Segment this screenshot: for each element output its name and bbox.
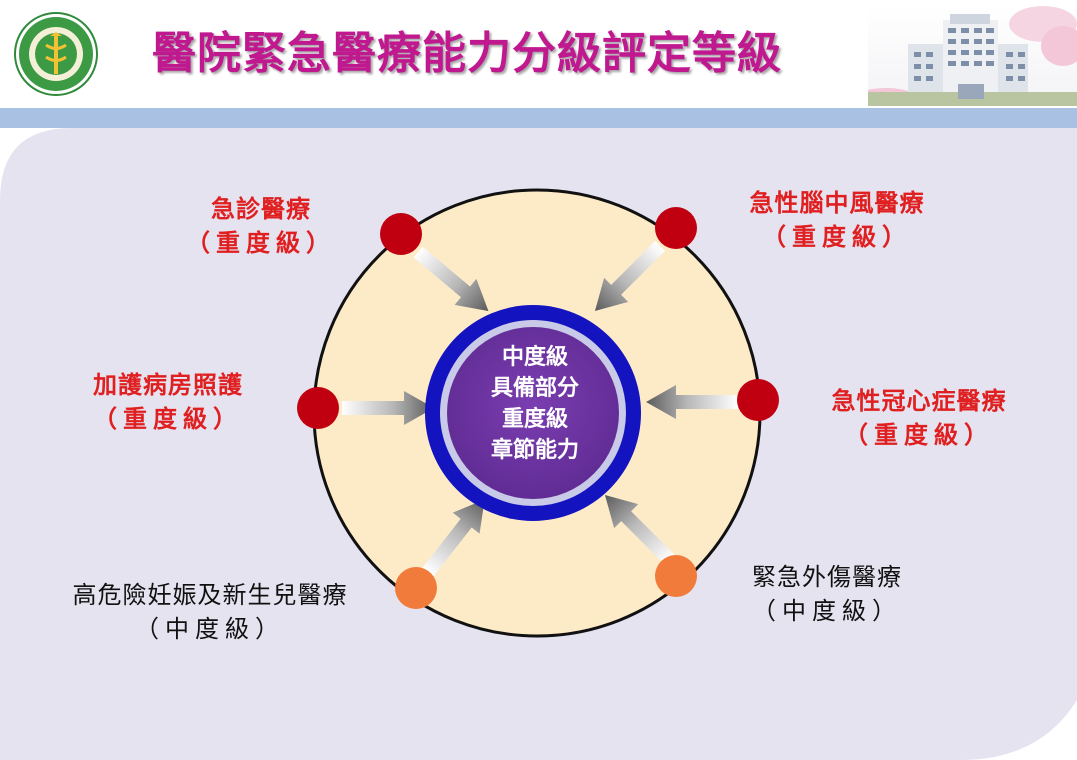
label-level: （中度級） xyxy=(752,597,902,625)
hospital-building-icon xyxy=(868,6,1077,106)
label-emergency: 急診醫療 （重度級） xyxy=(186,192,336,260)
hospital-emblem-icon xyxy=(14,12,98,96)
center-line: 章節能力 xyxy=(490,438,579,463)
label-name: 急性腦中風醫療 xyxy=(749,189,925,217)
node-emergency xyxy=(380,213,422,255)
node-icu xyxy=(297,387,339,429)
label-trauma: 緊急外傷醫療 （中度級） xyxy=(722,560,932,628)
node-stroke xyxy=(655,207,697,249)
label-name: 急性冠心症醫療 xyxy=(831,387,1007,415)
center-line: 重度級 xyxy=(501,407,568,432)
node-acs xyxy=(737,379,779,421)
label-name: 緊急外傷醫療 xyxy=(752,563,902,591)
label-icu: 加護病房照護 （重度級） xyxy=(68,368,268,436)
header-divider-band xyxy=(0,108,1077,128)
label-level: （重度級） xyxy=(186,229,336,257)
label-pregnancy: 高危險妊娠及新生兒醫療 （中度級） xyxy=(30,578,390,646)
label-name: 加護病房照護 xyxy=(93,371,243,399)
arrow-stroke xyxy=(594,241,665,312)
arrow-pregnancy xyxy=(422,499,485,577)
label-name: 急診醫療 xyxy=(211,195,311,223)
page-title: 醫院緊急醫療能力分級評定等級 xyxy=(152,28,782,79)
center-label: 中度級 具備部分 重度級 章節能力 xyxy=(470,342,600,466)
label-level: （中度級） xyxy=(135,615,285,643)
center-circle xyxy=(447,327,619,499)
header: 醫院緊急醫療能力分級評定等級 xyxy=(0,0,1077,108)
node-trauma xyxy=(655,555,697,597)
arrow-trauma xyxy=(604,494,675,565)
label-level: （重度級） xyxy=(844,421,994,449)
arrow-acs xyxy=(646,385,738,419)
center-line: 中度級 xyxy=(501,345,568,370)
label-name: 高危險妊娠及新生兒醫療 xyxy=(72,581,348,609)
node-pregnancy xyxy=(395,567,437,609)
label-level: （重度級） xyxy=(762,223,912,251)
label-level: （重度級） xyxy=(93,405,243,433)
arrow-emergency xyxy=(413,246,489,312)
label-acs: 急性冠心症醫療 （重度級） xyxy=(804,384,1034,452)
center-line: 具備部分 xyxy=(490,376,579,401)
label-stroke: 急性腦中風醫療 （重度級） xyxy=(722,186,952,254)
arrow-icu xyxy=(342,391,434,425)
